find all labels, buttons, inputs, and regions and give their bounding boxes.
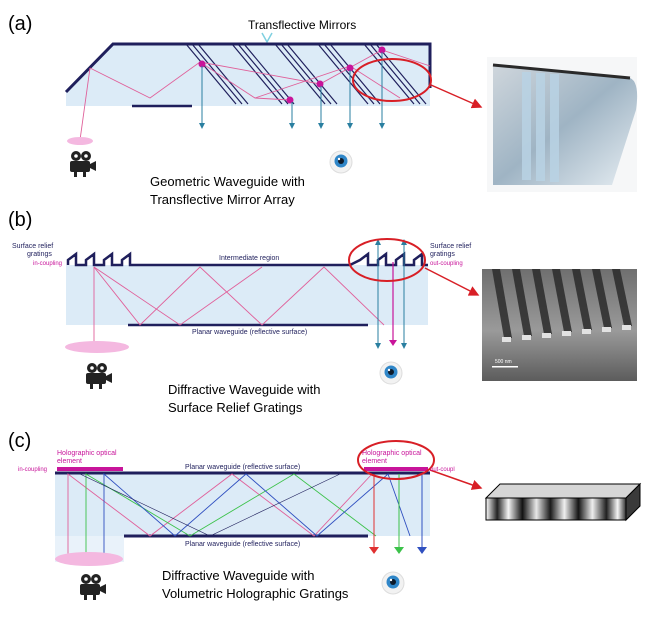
hoe-out-coupler — [364, 467, 428, 471]
hoe-left-label-line2: element — [57, 458, 82, 465]
volume-hologram-block — [484, 482, 642, 522]
srg-right-label-line1: Surface relief — [430, 243, 471, 250]
glasses-lens-photo — [487, 57, 638, 192]
mirrors-pointer — [261, 32, 273, 44]
in-coupling-label-c: in-coupling — [18, 467, 47, 473]
sem-scale-bar-label: 500 nm — [495, 359, 512, 365]
caption-b-line1: Diffractive Waveguide with — [168, 382, 320, 397]
eye-icon-c — [381, 571, 405, 595]
caption-a-line2: Transflective Mirror Array — [150, 192, 295, 207]
light-rays-c — [67, 473, 411, 556]
callout-arrow-a — [430, 84, 483, 109]
geometric-waveguide — [66, 44, 430, 106]
caption-c-line2: Volumetric Holographic Gratings — [162, 586, 349, 601]
planar-waveguide-bottom-label: Planar waveguide (reflective surface) — [185, 541, 300, 548]
output-arrows-c — [369, 474, 427, 554]
highlight-ellipse-b — [348, 238, 426, 282]
sem-micrograph: 500 nm — [482, 269, 637, 381]
out-coupling-label-c: out-coupl — [430, 467, 455, 473]
srg-right-label-line2: gratings — [430, 251, 455, 258]
light-source-spot-a — [67, 137, 93, 145]
panel-b: (b) Surface relief gratings in-coupling … — [8, 209, 637, 415]
panel-a: (a) Transflective Mirrors — [8, 13, 638, 207]
hoe-left-label-line1: Holographic optical — [57, 450, 117, 457]
caption-a-line1: Geometric Waveguide with — [150, 174, 305, 189]
reflection-points-a — [198, 46, 386, 104]
projector-camera-icon-a — [70, 151, 96, 177]
highlight-ellipse-a — [352, 58, 432, 102]
caption-c-line1: Diffractive Waveguide with — [162, 568, 314, 583]
panel-b-letter: (b) — [8, 209, 32, 231]
output-arrows-a — [199, 52, 385, 129]
hoe-right-label-line2: element — [362, 458, 387, 465]
out-coupling-label-b: out-coupling — [430, 261, 463, 267]
diffractive-waveguide-b — [66, 265, 428, 325]
hoe-in-coupler — [57, 467, 123, 471]
projector-camera-icon-b — [86, 363, 112, 389]
transflective-mirror-array — [185, 43, 427, 105]
light-source-spot-b — [65, 341, 129, 353]
intermediate-region-label: Intermediate region — [219, 255, 279, 262]
output-arrowhead-magenta-b — [389, 340, 397, 346]
in-coupling-label-b: in-coupling — [33, 261, 62, 267]
mirrors-label: Transflective Mirrors — [248, 18, 356, 32]
light-rays-b — [93, 266, 385, 346]
eye-icon-b — [379, 361, 403, 385]
caption-b-line2: Surface Relief Gratings — [168, 400, 303, 415]
srg-left-label-line2: gratings — [27, 251, 52, 258]
eye-icon-a — [329, 150, 353, 174]
panel-c-letter: (c) — [8, 430, 31, 452]
holographic-waveguide-c — [55, 472, 430, 536]
panel-a-letter: (a) — [8, 13, 32, 35]
planar-waveguide-top-label: Planar waveguide (reflective surface) — [185, 464, 300, 471]
highlight-ellipse-c — [357, 440, 435, 480]
callout-arrow-c — [429, 469, 483, 490]
light-source-spot-c — [55, 552, 123, 566]
callout-arrow-b — [424, 267, 480, 296]
hoe-right-label-line1: Holographic optical — [362, 450, 422, 457]
projector-camera-icon-c — [80, 574, 106, 600]
planar-waveguide-label-b: Planar waveguide (reflective surface) — [192, 329, 307, 336]
srg-left-label-line1: Surface relief — [12, 243, 53, 250]
output-arrows-b — [375, 239, 407, 349]
panel-c: (c) Holographic optical element in-cou — [8, 430, 642, 601]
